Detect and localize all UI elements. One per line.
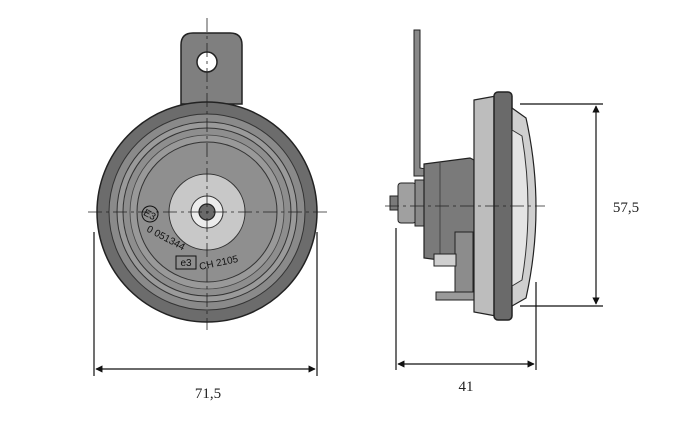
front-view: E3 0 051344 e3 CH 2105 71,5 — [88, 18, 330, 402]
approval-mark-1: E3 — [141, 208, 157, 224]
terminal-spade — [433, 253, 457, 267]
approval-mark-circle — [141, 205, 159, 223]
approval-mark-box — [175, 255, 197, 270]
side-bracket — [413, 29, 432, 177]
width-dimension-label: 71,5 — [195, 386, 221, 402]
approval-mark-2: e3 — [180, 258, 192, 269]
front-dome-inner — [511, 129, 529, 287]
side-nut — [397, 182, 417, 224]
side-view: 57,5 41 — [385, 29, 639, 395]
height-dimension-label: 57,5 — [613, 200, 639, 216]
terminal-base — [435, 291, 477, 301]
depth-dimension-label: 41 — [459, 379, 474, 395]
terminal-block — [454, 231, 474, 295]
